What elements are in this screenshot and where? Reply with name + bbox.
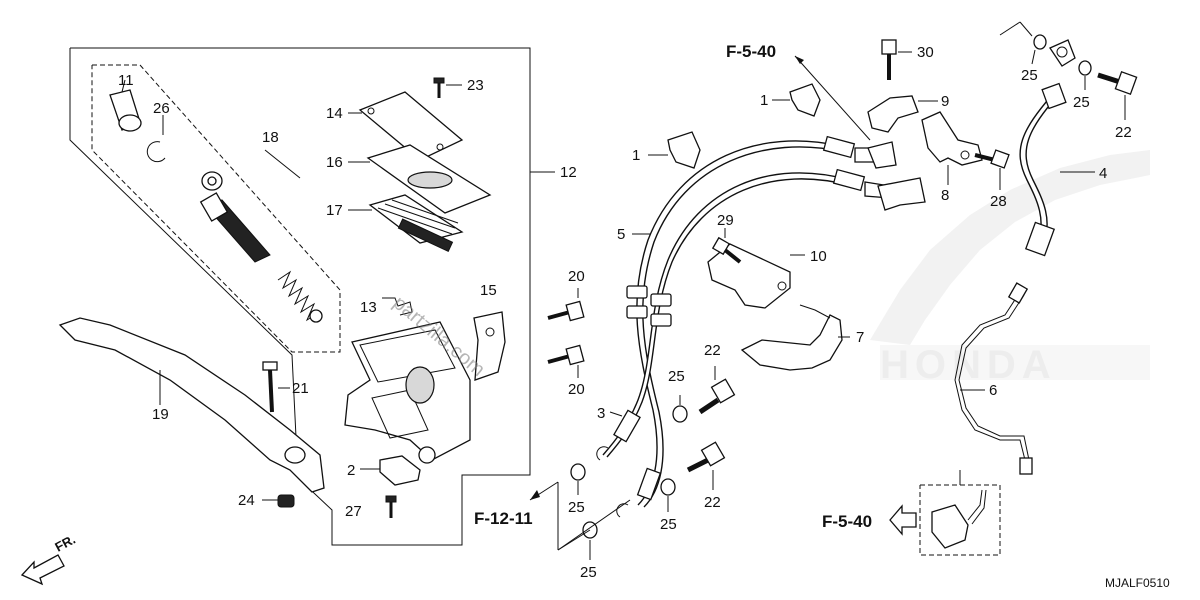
hose-clip-lower <box>648 131 701 169</box>
bolt-30 <box>881 39 912 80</box>
callout-16: 16 <box>326 154 343 171</box>
callout-12: 12 <box>560 164 577 181</box>
hose-clip-upper <box>772 83 821 117</box>
callout-4: 4 <box>1099 165 1107 182</box>
brake-pipe-6 <box>954 282 1033 475</box>
washer-center <box>672 395 688 423</box>
callout-25-left-upper: 25 <box>568 499 585 516</box>
circlip <box>146 115 166 163</box>
callout-22-middle: 22 <box>704 342 721 359</box>
diaphragm <box>348 194 464 253</box>
callout-25-top-b: 25 <box>1073 94 1090 111</box>
banjo-bolt-middle <box>698 366 736 415</box>
callout-25-left-lower: 25 <box>580 564 597 581</box>
callout-24: 24 <box>238 492 255 509</box>
switch-2 <box>360 455 421 486</box>
callout-6: 6 <box>989 382 997 399</box>
banjo-bolt-lower <box>686 441 726 490</box>
callout-20-upper: 20 <box>568 268 585 285</box>
callout-22-lower: 22 <box>704 494 721 511</box>
callout-29: 29 <box>717 212 734 229</box>
stay-8 <box>921 111 983 185</box>
hose-stay-10 <box>707 243 805 309</box>
honda-wordmark: HONDA <box>880 343 1057 387</box>
callout-21: 21 <box>292 380 309 397</box>
brake-hose-4 <box>1019 82 1095 257</box>
callout-14: 14 <box>326 105 343 122</box>
stay-9 <box>867 95 938 133</box>
callout-11: 11 <box>118 72 134 89</box>
reservoir-cap <box>348 91 464 161</box>
ref-label-f540-bottom: F-5-40 <box>822 512 872 531</box>
callout-25-top-a: 25 <box>1021 67 1038 84</box>
callout-5: 5 <box>617 226 625 243</box>
washer-top-right-b <box>1078 60 1092 90</box>
callout-26: 26 <box>153 100 170 117</box>
piston <box>199 192 271 263</box>
banjo-fitting-top-right <box>1049 39 1076 67</box>
clip-13 <box>382 297 413 316</box>
callout-25-center: 25 <box>668 368 685 385</box>
callout-2: 2 <box>347 462 355 479</box>
callout-3: 3 <box>597 405 605 422</box>
boot <box>109 79 142 132</box>
spring <box>277 270 323 323</box>
callout-1-upper: 1 <box>760 92 768 109</box>
callout-10: 10 <box>810 248 827 265</box>
callout-19: 19 <box>152 406 169 423</box>
bolt-28 <box>974 149 1010 190</box>
washer-left-upper <box>570 463 586 495</box>
callout-1-lower: 1 <box>632 147 640 164</box>
hose-clamps-5 <box>626 233 672 327</box>
holder-bolt-upper <box>547 288 585 322</box>
pipe-joint-inset <box>919 470 1001 556</box>
banjo-bolt-top-right <box>1097 70 1138 120</box>
hose-fitting-lower <box>596 409 662 518</box>
lever-clamp-holder <box>473 311 506 381</box>
callout-7: 7 <box>856 329 864 346</box>
callout-8: 8 <box>941 187 949 204</box>
callout-23: 23 <box>467 77 484 94</box>
diagram-code: MJALF0510 <box>1105 576 1170 590</box>
callout-13: 13 <box>360 299 377 316</box>
reservoir-screw <box>433 77 462 98</box>
ref-arrow-f540-bottom <box>889 504 917 536</box>
bolt-29 <box>711 228 742 264</box>
callout-28: 28 <box>990 193 1007 210</box>
callout-20-lower: 20 <box>568 381 585 398</box>
callout-18: 18 <box>262 129 279 146</box>
callout-22-top: 22 <box>1115 124 1132 141</box>
callout-25-lower-right: 25 <box>660 516 677 533</box>
callout-27: 27 <box>345 503 362 520</box>
hose-joints <box>867 141 926 211</box>
pivot-bolt-21 <box>262 361 290 413</box>
master-cylinder-body <box>344 321 471 464</box>
washer-lower-right <box>660 478 676 512</box>
callout-9: 9 <box>941 93 949 110</box>
diaphragm-plate <box>348 144 492 214</box>
screw-27 <box>385 495 397 518</box>
ref-arrow-top <box>794 55 871 141</box>
washer-top-right-a <box>999 21 1047 65</box>
callout-15: 15 <box>480 282 497 299</box>
nut-24 <box>262 494 295 508</box>
brake-lever <box>58 317 325 493</box>
callout-17: 17 <box>326 202 343 219</box>
master-cylinder-group-outline <box>69 47 555 546</box>
front-arrow <box>20 554 65 586</box>
ref-label-f1211: F-12-11 <box>474 509 533 528</box>
stay-7 <box>740 304 850 371</box>
ref-label-f540-top: F-5-40 <box>726 42 776 61</box>
ref-arrow-f1211 <box>529 481 631 551</box>
holder-bolt-lower <box>547 344 585 378</box>
front-label: FR. <box>52 532 78 555</box>
piston-kit-group-outline <box>91 64 341 353</box>
callout-30: 30 <box>917 44 934 61</box>
washer <box>201 171 223 191</box>
